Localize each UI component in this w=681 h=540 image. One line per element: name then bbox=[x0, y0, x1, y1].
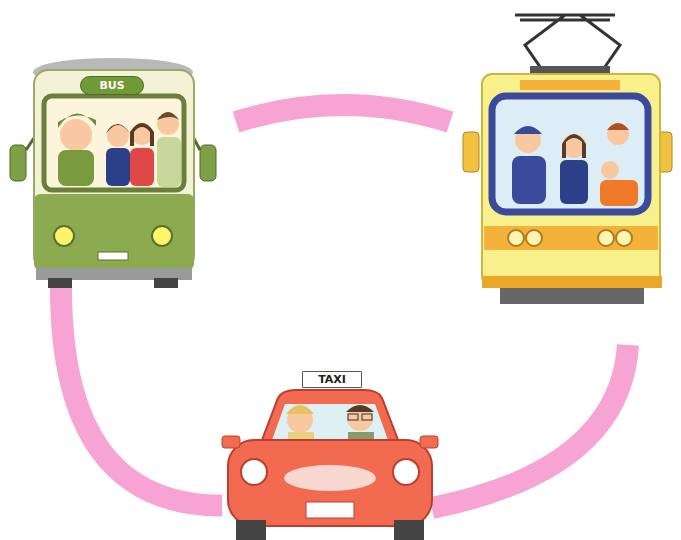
tram-illustration bbox=[463, 15, 672, 304]
pink-arc bbox=[236, 105, 450, 122]
vehicle-node: TAXI bbox=[222, 368, 440, 540]
bus-illustration bbox=[10, 58, 216, 288]
vehicle-sign: BUS bbox=[80, 76, 144, 95]
pink-arc bbox=[432, 345, 628, 508]
pink-connector bbox=[61, 288, 222, 506]
vehicle-node: BUS bbox=[8, 55, 220, 288]
taxi-illustration bbox=[222, 390, 438, 540]
vehicle-sign: TAXI bbox=[302, 371, 362, 388]
